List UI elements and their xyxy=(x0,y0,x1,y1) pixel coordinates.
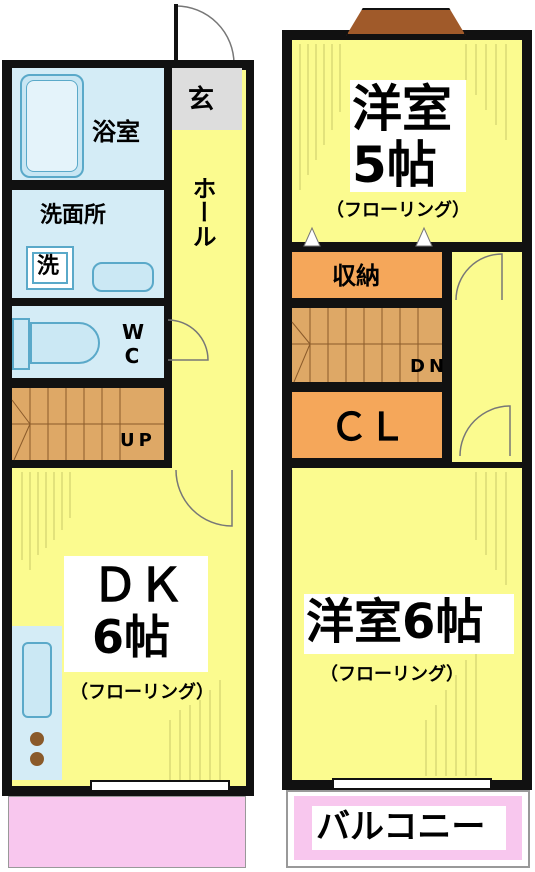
floor-1-terrace xyxy=(8,796,246,868)
room-bottom-window xyxy=(332,778,492,790)
balcony-label-box xyxy=(312,806,506,850)
stairs-up-lines xyxy=(11,388,164,461)
room-top-size-label: 5帖 xyxy=(352,136,437,194)
dk-floor-hatching xyxy=(21,319,233,780)
wc-label: WC xyxy=(122,320,145,368)
balcony-label: バルコニー xyxy=(316,807,486,847)
stairs-up-label: UP xyxy=(120,430,156,451)
stove-burner-2 xyxy=(30,752,44,766)
room-top-hatching xyxy=(299,44,507,190)
dk-name-label: ＤＫ xyxy=(92,558,184,612)
stairs-down-label: DN xyxy=(410,356,449,377)
floor-2-plan: 洋室 5帖 （フローリング） 収納 DN ＣＬ xyxy=(276,0,535,872)
storage xyxy=(292,252,442,298)
room-bottom-hatching xyxy=(425,472,507,776)
washroom-label: 洗面所 xyxy=(40,203,107,228)
floor-1-plan: 玄 ホール 浴室 洗面所 洗 WC UP xyxy=(0,0,260,872)
room-bottom-floor-label: （フローリング） xyxy=(320,664,464,685)
toilet-tank xyxy=(12,318,30,370)
stairs-down xyxy=(292,308,442,382)
room-bottom-label-box xyxy=(304,594,514,654)
dk-label-box xyxy=(64,556,208,672)
storage-label: 収納 xyxy=(332,262,380,290)
closet xyxy=(292,392,442,458)
washing-machine-inner xyxy=(32,252,68,284)
wash-basin xyxy=(92,262,154,292)
bath-label: 浴室 xyxy=(92,118,140,146)
dk-window xyxy=(90,780,230,792)
room-top-floor-label: （フローリング） xyxy=(326,200,470,221)
stairs-down-lines xyxy=(291,308,442,383)
room-bottom-name-label: 洋室6帖 xyxy=(306,594,484,650)
hall-label: ホール xyxy=(188,176,216,248)
entrance-label: 玄 xyxy=(188,85,215,115)
kitchen-sink xyxy=(22,642,52,718)
hall-area xyxy=(172,70,246,470)
washer-label: 洗 xyxy=(37,254,60,279)
room-top-label-box xyxy=(350,80,466,192)
dk-floor-label: （フローリング） xyxy=(70,682,214,703)
bathtub-inner xyxy=(26,80,78,172)
closet-label: ＣＬ xyxy=(330,405,407,449)
stove-burner-1 xyxy=(30,732,44,746)
entrance-area xyxy=(172,68,242,130)
room-top-name-label: 洋室 xyxy=(352,80,452,138)
entrance-door-swing xyxy=(174,4,235,66)
dk-size-label: 6帖 xyxy=(92,610,171,664)
toilet-bowl xyxy=(30,322,100,364)
